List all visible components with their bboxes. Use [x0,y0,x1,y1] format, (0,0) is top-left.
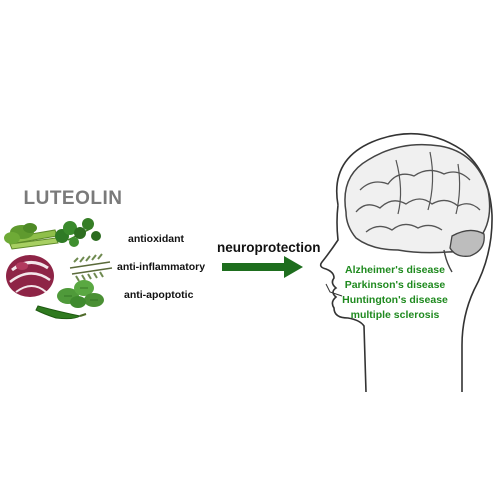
brain-icon [344,143,491,273]
disease-pointer [325,283,343,297]
parsley-icon [55,218,101,247]
head-outline-icon [319,132,493,393]
mint-icon [57,280,104,308]
effect-label: neuroprotection [217,240,321,255]
disease-item: Parkinson's disease [344,279,446,291]
rosemary-icon [69,253,113,282]
disease-item: multiple sclerosis [350,309,440,321]
property-anti-inflammatory: anti-inflammatory [117,261,206,273]
disease-item: Alzheimer's disease [345,264,445,276]
compound-title: LUTEOLIN [23,188,123,209]
disease-item: Huntington's disease [342,294,448,306]
green-pepper-icon [35,305,87,320]
property-antioxidant: antioxidant [128,233,185,245]
celery-icon [4,223,59,250]
property-anti-apoptotic: anti-apoptotic [124,289,194,301]
neuroprotection-arrow [222,256,303,278]
radicchio-icon [6,255,54,297]
